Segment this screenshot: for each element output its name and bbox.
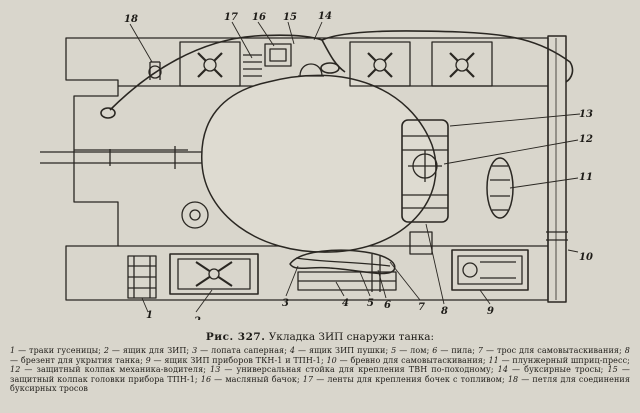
legend-item: 17 — ленты для крепления бочек с топливо…: [302, 374, 505, 384]
legend-item-text: петля для соединения буксирных тросов: [10, 374, 630, 394]
legend-item-text: ящик ЗИП приборов ТКН-1 и ТПН-1;: [164, 355, 324, 365]
callout-1: 1: [146, 310, 153, 320]
track-links: [127, 255, 157, 299]
legend-item-text: бревно для самовытаскивания;: [350, 355, 486, 365]
callout-3: 3: [282, 298, 289, 309]
callout-6: 6: [384, 300, 391, 311]
legend-item: 13 — универсальная стойка для крепления …: [210, 365, 494, 375]
legend-item: 10 — бревно для самовытаскивания;: [326, 355, 486, 365]
callout-10: 10: [579, 252, 593, 263]
legend-item-text: масляный бачок;: [225, 374, 300, 384]
callout-5: 5: [367, 298, 374, 309]
legend-item-number: 6: [432, 346, 438, 355]
callout-17: 17: [224, 12, 238, 23]
legend-item-text: защитный колпак механика-водителя;: [36, 365, 207, 375]
legend-item-text: ящик ЗИП пушки;: [308, 346, 389, 355]
callout-8: 8: [441, 306, 448, 317]
callout-15: 15: [283, 12, 297, 23]
caption-label: Рис. 327.: [205, 331, 266, 343]
callout-16: 16: [252, 12, 266, 23]
gun-barrel: [40, 146, 210, 169]
legend-item-text: пила;: [451, 346, 476, 355]
legend-item-text: брезент для укрытия танка;: [20, 355, 143, 365]
legend-item-number: 8: [624, 346, 630, 355]
towing-ropes: [100, 30, 574, 119]
legend-item-number: 10: [326, 355, 337, 365]
legend-item-number: 16: [200, 374, 212, 384]
legend-item-number: 2: [103, 346, 110, 355]
spare-parts-box: [169, 253, 259, 295]
legend-item: 12 — защитный колпак механика-водителя;: [10, 365, 207, 375]
legend-item: 9 — ящик ЗИП приборов ТКН-1 и ТПН-1;: [145, 355, 324, 365]
legend-item-number: 12: [10, 365, 21, 375]
legend-item-text: трос для самовытаскивания;: [496, 346, 622, 355]
caption-title: Укладка ЗИП снаружи танка:: [268, 331, 435, 343]
figure-legend: 1 — траки гусеницы; 2 — ящик для ЗИП; 3 …: [10, 346, 630, 394]
towing-loop: [148, 61, 162, 80]
callout-12: 12: [579, 134, 593, 145]
legend-item: 4 — ящик ЗИП пушки;: [289, 346, 389, 355]
legend-item: 18 — петля для соединения буксирных трос…: [10, 374, 630, 394]
leader-lines: [129, 21, 581, 313]
legend-item-number: 3: [192, 346, 198, 355]
legend-item-number: 15: [607, 365, 618, 375]
protective-cap-tpn: [298, 63, 324, 77]
legend-item-number: 17: [302, 374, 314, 384]
callout-numbers: 1 2 3 4 5 6 7 8 9 10 11 12 13 14 15 16 1…: [124, 11, 593, 320]
legend-item-text: универсальная стойка для крепления ТВН п…: [236, 365, 494, 375]
legend-item-text: ленты для крепления бочек с топливом;: [327, 374, 505, 384]
legend-item-text: буксирные тросы;: [524, 365, 604, 375]
tarpaulin-roll: [401, 119, 449, 223]
legend-item-number: 13: [210, 365, 221, 375]
legend-item: 2 — ящик для ЗИП;: [103, 346, 190, 355]
legend-item: 16 — масляный бачок;: [200, 374, 300, 384]
legend-item-text: защитный колпак головки прибора ТПН-1;: [10, 374, 198, 384]
legend-item: 3 — лопата саперная;: [192, 346, 288, 355]
fender-plates: [179, 41, 493, 87]
legend-item-number: 18: [507, 374, 519, 384]
callout-2: 2: [193, 316, 201, 320]
callout-9: 9: [487, 306, 494, 317]
legend-item-text: ящик для ЗИП;: [122, 346, 190, 355]
legend-item-number: 7: [477, 346, 484, 355]
fuel-drum-straps: [243, 54, 262, 77]
turret-outline: [201, 74, 437, 253]
legend-item: 15 — защитный колпак головки прибора ТПН…: [10, 365, 630, 384]
legend-item-number: 5: [391, 346, 397, 355]
legend-item: 5 — лом;: [391, 346, 430, 355]
figure-caption: Рис. 327. Укладка ЗИП снаружи танка:: [0, 331, 640, 343]
legend-item: 11 — плунжерный шприц-пресс;: [488, 355, 630, 365]
legend-item-number: 14: [497, 365, 509, 375]
tools-bundle: [289, 249, 397, 292]
legend-item-text: лом;: [410, 346, 430, 355]
callout-14: 14: [318, 11, 332, 22]
legend-item-number: 9: [145, 355, 151, 365]
callout-7: 7: [418, 302, 425, 313]
legend-item-text: траки гусеницы;: [29, 346, 101, 355]
callout-18: 18: [124, 14, 138, 25]
legend-item-text: плунжерный шприц-пресс;: [512, 355, 630, 365]
legend-item: 1 — траки гусеницы;: [10, 346, 101, 355]
legend-item-number: 4: [289, 346, 296, 355]
oil-can: [264, 43, 292, 67]
legend-item-text: лопата саперная;: [211, 346, 288, 355]
legend-item: 8 — брезент для укрытия танка;: [10, 346, 630, 365]
tank-stowage-drawing: 1 2 3 4 5 6 7 8 9 10 11 12 13 14 15 16 1…: [40, 11, 593, 320]
legend-item: 6 — пила;: [432, 346, 476, 355]
callout-4: 4: [342, 298, 349, 309]
legend-item: 7 — трос для самовытаскивания;: [477, 346, 622, 355]
callout-13: 13: [579, 109, 593, 120]
instrument-box: [451, 249, 529, 291]
legend-item-number: 1: [10, 346, 16, 355]
callout-11: 11: [579, 172, 593, 183]
legend-item: 14 — буксирные тросы;: [497, 365, 604, 375]
legend-item-number: 11: [488, 355, 499, 365]
grease-gun: [486, 157, 514, 219]
